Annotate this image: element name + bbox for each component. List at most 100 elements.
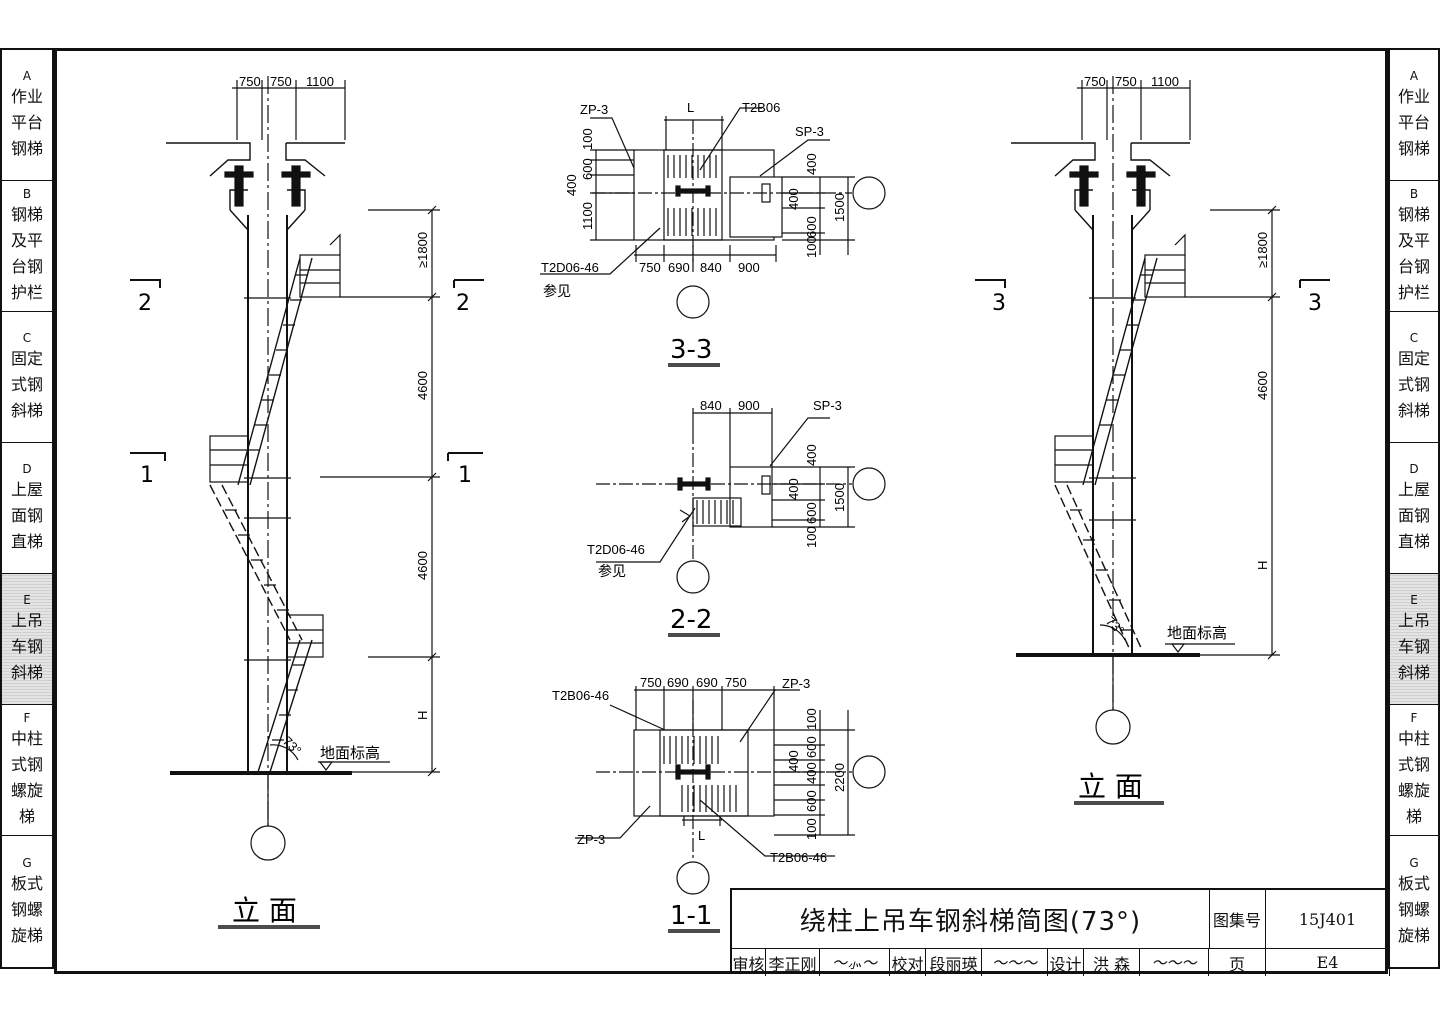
s11-label-t2b06-bottom: T2B06-46 — [770, 850, 827, 865]
s22-label-see: 参见 — [598, 563, 626, 580]
s33-bdim-3: 840 — [700, 260, 722, 275]
drawing-frame — [54, 48, 1388, 974]
left-top-dim-1: 750 — [239, 74, 261, 89]
section-2-2-drawing — [596, 408, 886, 594]
s11-label-zp3-left: ZP-3 — [577, 832, 605, 847]
s33-rdim-3: 600 — [804, 216, 819, 238]
review-label: 审核 — [732, 948, 766, 976]
s22-caption: 2-2 — [670, 605, 712, 635]
right-vdim-h: H — [1255, 561, 1270, 570]
left-angle-label: 73° — [280, 734, 305, 759]
right-ground-label: 地面标高 — [1167, 624, 1227, 642]
s11-rdim-6: 100 — [804, 818, 819, 840]
s11-tdim-4: 750 — [725, 675, 747, 690]
s33-ldim-2: 600 — [580, 158, 595, 180]
right-section-mark-3b: 3 — [1308, 291, 1322, 316]
s33-rdim-1: 400 — [804, 153, 819, 175]
left-section-mark-1a: 1 — [140, 463, 154, 488]
s22-tdim-2: 900 — [738, 398, 760, 413]
right-elevation-caption: 立 面 — [1078, 770, 1143, 803]
s11-tdim-3: 690 — [696, 675, 718, 690]
left-top-dim-2: 750 — [270, 74, 292, 89]
left-section-mark-2a: 2 — [138, 291, 152, 316]
s22-rdim-2: 400 — [786, 478, 801, 500]
designer-signature: 〜〜〜 — [1140, 948, 1209, 976]
designer-name: 洪 森 — [1084, 948, 1140, 976]
s33-label-see: 参见 — [543, 283, 571, 300]
s11-rdim-1: 100 — [804, 708, 819, 730]
left-section-mark-2b: 2 — [456, 291, 470, 316]
s11-rdim-2: 600 — [804, 736, 819, 758]
page-label: 页 — [1209, 948, 1266, 976]
s11-label-t2b06-top: T2B06-46 — [552, 688, 609, 703]
s11-tdim-1: 750 — [640, 675, 662, 690]
s33-label-sp3: SP-3 — [795, 124, 824, 139]
s33-bdim-1: 750 — [639, 260, 661, 275]
drawing-title: 绕柱上吊车钢斜梯简图(73°) — [732, 890, 1210, 948]
page-number: E4 — [1266, 948, 1390, 976]
right-angle-label: 73° — [1103, 614, 1128, 639]
reviewer-name: 李正刚 — [766, 948, 820, 976]
right-top-dim-2: 750 — [1115, 74, 1137, 89]
section-1-1-drawing — [575, 686, 886, 895]
s22-label-sp3: SP-3 — [813, 398, 842, 413]
right-vdim-1800: ≥1800 — [1255, 232, 1270, 268]
s11-rdim-4: 400 — [804, 762, 819, 784]
title-block: 绕柱上吊车钢斜梯简图(73°) 图集号 15J401 审核 李正刚 〜⺗〜 校对… — [730, 888, 1390, 976]
checker-name: 段丽瑛 — [926, 948, 982, 976]
left-vdim-h: H — [415, 711, 430, 720]
left-vdim-1800: ≥1800 — [415, 232, 430, 268]
s33-rdim-5: 1500 — [832, 193, 847, 222]
s11-label-zp3-right: ZP-3 — [782, 676, 810, 691]
design-label: 设计 — [1048, 948, 1084, 976]
s11-label-l: L — [698, 828, 705, 843]
right-section-mark-3a: 3 — [992, 291, 1006, 316]
left-elevation-drawing — [130, 76, 484, 861]
s22-label-t2d06: T2D06-46 — [587, 542, 645, 557]
left-elevation-caption: 立 面 — [232, 894, 297, 927]
check-label: 校对 — [890, 948, 926, 976]
s33-ldim-4: 1100 — [580, 202, 595, 230]
s11-rdim-5: 600 — [804, 790, 819, 812]
s33-bdim-4: 900 — [738, 260, 760, 275]
left-section-mark-1b: 1 — [458, 463, 472, 488]
s11-caption: 1-1 — [670, 901, 712, 931]
s33-ldim-3: 400 — [564, 174, 579, 196]
s22-tdim-1: 840 — [700, 398, 722, 413]
right-top-dim-1: 750 — [1084, 74, 1106, 89]
section-3-3-drawing — [540, 107, 886, 319]
right-elevation-drawing — [975, 76, 1330, 745]
left-vdim-4600-upper: 4600 — [415, 371, 430, 400]
s11-rdim-3: 400 — [786, 750, 801, 772]
right-top-dim-3: 1100 — [1151, 74, 1179, 89]
right-vdim-4600: 4600 — [1255, 371, 1270, 400]
s33-ldim-1: 100 — [580, 128, 595, 150]
s33-bdim-2: 690 — [668, 260, 690, 275]
left-vdim-4600-lower: 4600 — [415, 551, 430, 580]
s22-rdim-3: 600 — [804, 502, 819, 524]
s22-rdim-4: 100 — [804, 526, 819, 548]
s33-label-zp3: ZP-3 — [580, 102, 608, 117]
s33-label-t2d06: T2D06-46 — [541, 260, 599, 275]
s33-label-l: L — [687, 100, 694, 115]
atlas-number: 15J401 — [1266, 890, 1390, 948]
checker-signature: 〜〜〜 — [982, 948, 1048, 976]
s22-rdim-5: 1500 — [832, 483, 847, 512]
